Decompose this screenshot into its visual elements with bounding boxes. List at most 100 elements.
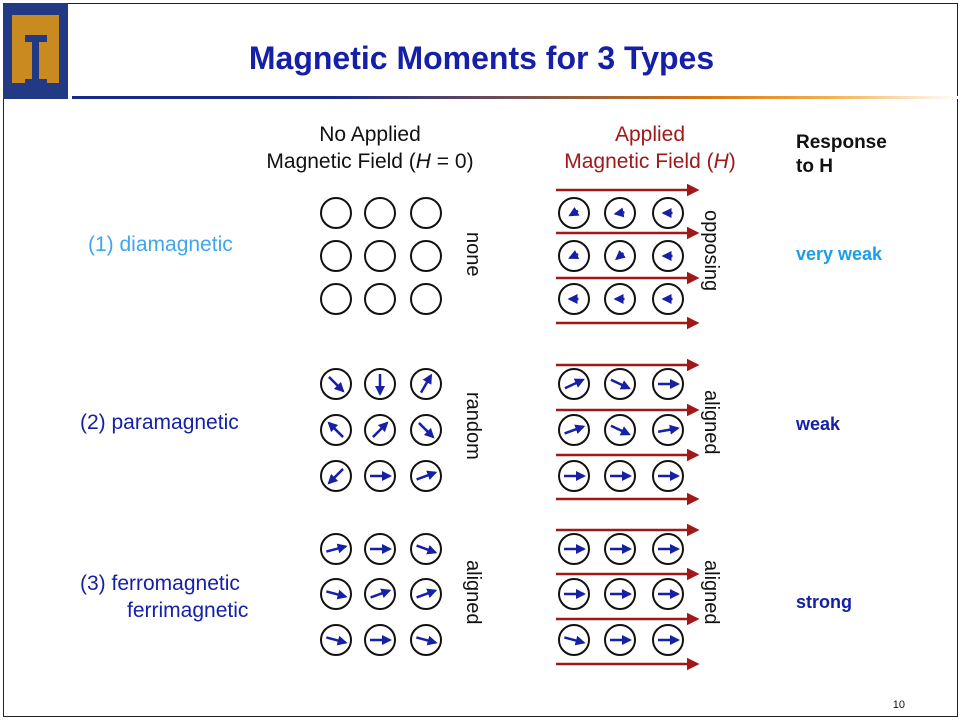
moment-no-field [364,368,396,400]
slide-title: Magnetic Moments for 3 Types [248,40,715,76]
moment-applied-field [558,624,590,656]
moment-no-field [364,533,396,565]
moment-circle [320,240,352,272]
moment-applied-field [652,368,684,400]
moment-no-field [410,414,442,446]
moment-no-field [410,368,442,400]
moment-no-field [320,624,352,656]
moment-applied-field [652,460,684,492]
row-label-paramagnetic: (2) paramagnetic [80,411,239,434]
moment-arrow-icon [657,424,680,435]
title-divider [72,96,958,99]
moment-no-field [364,578,396,610]
moment-applied-field [558,578,590,610]
moment-arrow-icon [564,378,585,390]
moment-circle [364,283,396,315]
moment-applied-field [604,533,636,565]
moment-no-field [410,283,442,315]
moment-applied-field [558,368,590,400]
row-label-diamagnetic: (1) diamagnetic [88,233,233,256]
moment-no-field [320,283,352,315]
moment-arrow-icon [328,376,345,393]
slide-border [3,3,958,717]
moment-arrow-icon [564,424,586,435]
moment-arrow-icon [370,588,392,599]
moment-arrow-icon [564,635,586,646]
university-logo [3,3,68,99]
moment-arrow-icon [416,588,438,599]
moment-no-field [364,283,396,315]
moment-no-field [320,240,352,272]
page-number: 10 [892,699,905,711]
row-label-ferromagnetic: (3) ferromagnetic ferrimagnetic [80,572,249,622]
moment-applied-field [604,283,636,315]
moment-no-field [320,578,352,610]
moment-arrow-icon [568,249,580,260]
moment-arrow-icon [416,470,438,481]
moment-applied-field [604,197,636,229]
moment-no-field [410,533,442,565]
moment-circle [410,197,442,229]
moment-applied-field [558,460,590,492]
header-response: Response to H [796,132,887,177]
moment-no-field [364,460,396,492]
moment-applied-field [604,460,636,492]
moment-arrow-icon [418,422,435,439]
moment-circle [364,197,396,229]
moment-applied-field [604,414,636,446]
moment-arrow-icon [327,421,344,438]
response-ferromagnetic: strong [796,592,852,612]
moment-no-field [410,578,442,610]
response-diamagnetic: very weak [796,244,883,264]
moment-arrow-icon [615,249,626,261]
moment-arrow-icon [416,544,438,555]
response-paramagnetic: weak [796,414,841,434]
moment-arrow-icon [610,424,631,436]
moment-no-field [364,624,396,656]
moment-circle [410,283,442,315]
moment-no-field [410,197,442,229]
moment-arrow-icon [416,635,438,646]
moment-no-field [364,197,396,229]
moment-applied-field [604,578,636,610]
moment-arrow-icon [326,589,348,600]
moment-applied-field [558,533,590,565]
moment-circle [364,240,396,272]
moment-no-field [320,197,352,229]
moment-no-field [320,414,352,446]
moment-no-field [320,460,352,492]
moment-applied-field [558,240,590,272]
header-no-applied-field: No Applied Magnetic Field (H = 0) [266,123,474,173]
moment-arrow-icon [568,206,580,217]
moment-applied-field [652,197,684,229]
moment-applied-field [652,624,684,656]
moment-applied-field [604,624,636,656]
moment-applied-field [558,414,590,446]
moment-applied-field [652,240,684,272]
moment-no-field [320,368,352,400]
moment-no-field [410,624,442,656]
moment-arrow-icon [610,378,631,390]
moment-applied-field [604,240,636,272]
moment-applied-field [652,414,684,446]
moment-applied-field [604,368,636,400]
moment-circle [320,197,352,229]
moment-arrow-icon [327,468,344,485]
moment-arrow-icon [372,421,389,438]
moment-arrow-icon [613,207,625,218]
moment-applied-field [652,533,684,565]
moment-arrow-icon [326,635,348,646]
moment-circle [320,283,352,315]
moment-no-field [364,240,396,272]
moment-no-field [410,240,442,272]
moment-no-field [320,533,352,565]
moment-applied-field [652,283,684,315]
moment-applied-field [652,578,684,610]
header-applied-field: Applied Magnetic Field (H) [564,123,736,173]
moment-arrow-icon [419,373,433,394]
moment-applied-field [558,283,590,315]
moment-arrow-icon [326,543,348,554]
moment-no-field [410,460,442,492]
moment-circle [410,240,442,272]
